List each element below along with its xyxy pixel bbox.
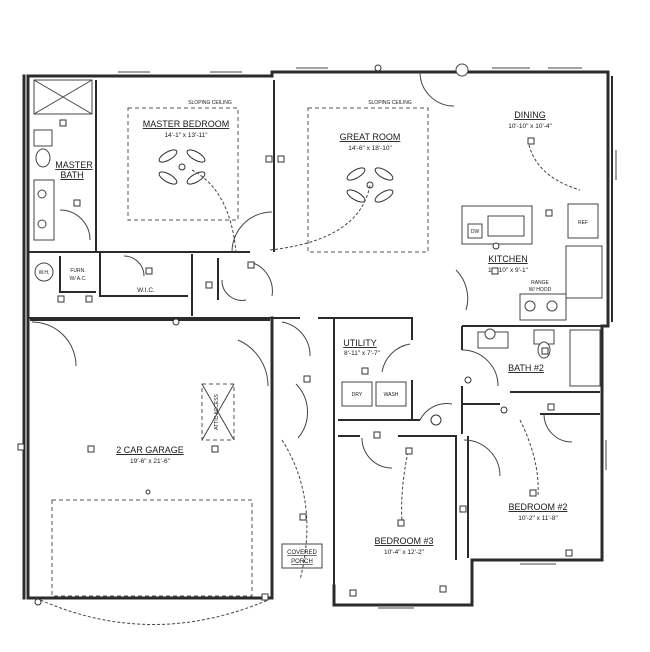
exterior-walls — [22, 70, 613, 607]
wh-label: W.H. — [39, 270, 50, 276]
bath-2: BATH #2 — [461, 328, 601, 387]
dw-label: DW — [471, 229, 480, 235]
room-dims-dining: 10'-10" x 10'-4" — [508, 123, 552, 130]
room-dims-kitchen: 10'-10" x 9'-1" — [488, 267, 529, 274]
room-name-master-bath: MASTER — [55, 160, 93, 170]
ceiling-note: SLOPING CEILING — [368, 100, 412, 106]
room-name-covered-porch: COVERED — [287, 550, 317, 556]
room-name-dining: DINING — [514, 110, 546, 120]
room-dims-great-room: 14'-6" x 18'-10" — [348, 145, 392, 152]
room-dims-master-bedroom: 14'-1" x 13'-11" — [164, 132, 208, 139]
dining-kitchen: DINING 10'-10" x 10'-4" DW REF KITCHEN 1… — [455, 110, 603, 321]
room-name-utility: UTILITY — [343, 338, 377, 348]
room-name-great-room: GREAT ROOM — [340, 132, 401, 142]
ceiling-note: SLOPING CEILING — [188, 100, 232, 106]
range-hood-label: W/ HOOD — [529, 287, 552, 293]
ref-label: REF — [578, 220, 588, 226]
covered-porch: COVERED PORCH — [281, 543, 323, 569]
room-name-bedroom3: BEDROOM #3 — [374, 536, 433, 546]
room-name-wic: W.I.C. — [137, 287, 155, 294]
master-bedroom: SLOPING CEILING MASTER BEDROOM 14'-1" x … — [55, 100, 273, 253]
wic-furnace: W.H. FURN. W/ A.C. W.I.C. — [34, 255, 273, 301]
range-label: RANGE — [531, 280, 549, 286]
bedroom-3: BEDROOM #3 10'-4" x 12'-2" — [361, 437, 434, 556]
room-dims-bedroom3: 10'-4" x 12'-2" — [384, 549, 425, 556]
room-name-master-bedroom: MASTER BEDROOM — [143, 119, 230, 129]
room-dims-garage: 19'-6" x 21'-6" — [130, 458, 171, 465]
furnace-label: FURN. — [70, 268, 85, 274]
garage: ATTIC ACCESS 2 CAR GARAGE 19'-6" x 21'-6… — [31, 321, 269, 625]
ceiling-fan-icon — [346, 167, 394, 203]
master-bath-fixtures — [33, 79, 93, 241]
room-name-garage: 2 CAR GARAGE — [116, 445, 184, 455]
room-name-kitchen: KITCHEN — [488, 254, 528, 264]
furnace-label-2: W/ A.C. — [70, 276, 87, 282]
room-name-covered-porch-2: PORCH — [291, 559, 313, 565]
windows — [118, 67, 617, 609]
attic-access-label: ATTIC ACCESS — [214, 393, 220, 429]
dryer-label: DRY — [352, 392, 363, 398]
bedroom-2: BEDROOM #2 10'-2" x 11'-8" — [463, 413, 573, 522]
room-dims-utility: 8'-11" x 7'-7" — [344, 350, 381, 357]
room-name-bath2: BATH #2 — [508, 363, 544, 373]
utility: DRY WASH UTILITY 8'-11" x 7'-7" — [281, 321, 453, 581]
light-fixtures — [17, 64, 573, 606]
interior-walls — [28, 80, 608, 605]
room-name-master-bath-2: BATH — [60, 170, 83, 180]
great-room: SLOPING CEILING GREAT ROOM 14'-6" x 18'-… — [269, 63, 469, 253]
ceiling-fan-icon — [158, 149, 206, 185]
room-name-bedroom2: BEDROOM #2 — [508, 502, 567, 512]
washer-label: WASH — [384, 392, 399, 398]
room-dims-bedroom2: 10'-2" x 11'-8" — [518, 515, 558, 522]
